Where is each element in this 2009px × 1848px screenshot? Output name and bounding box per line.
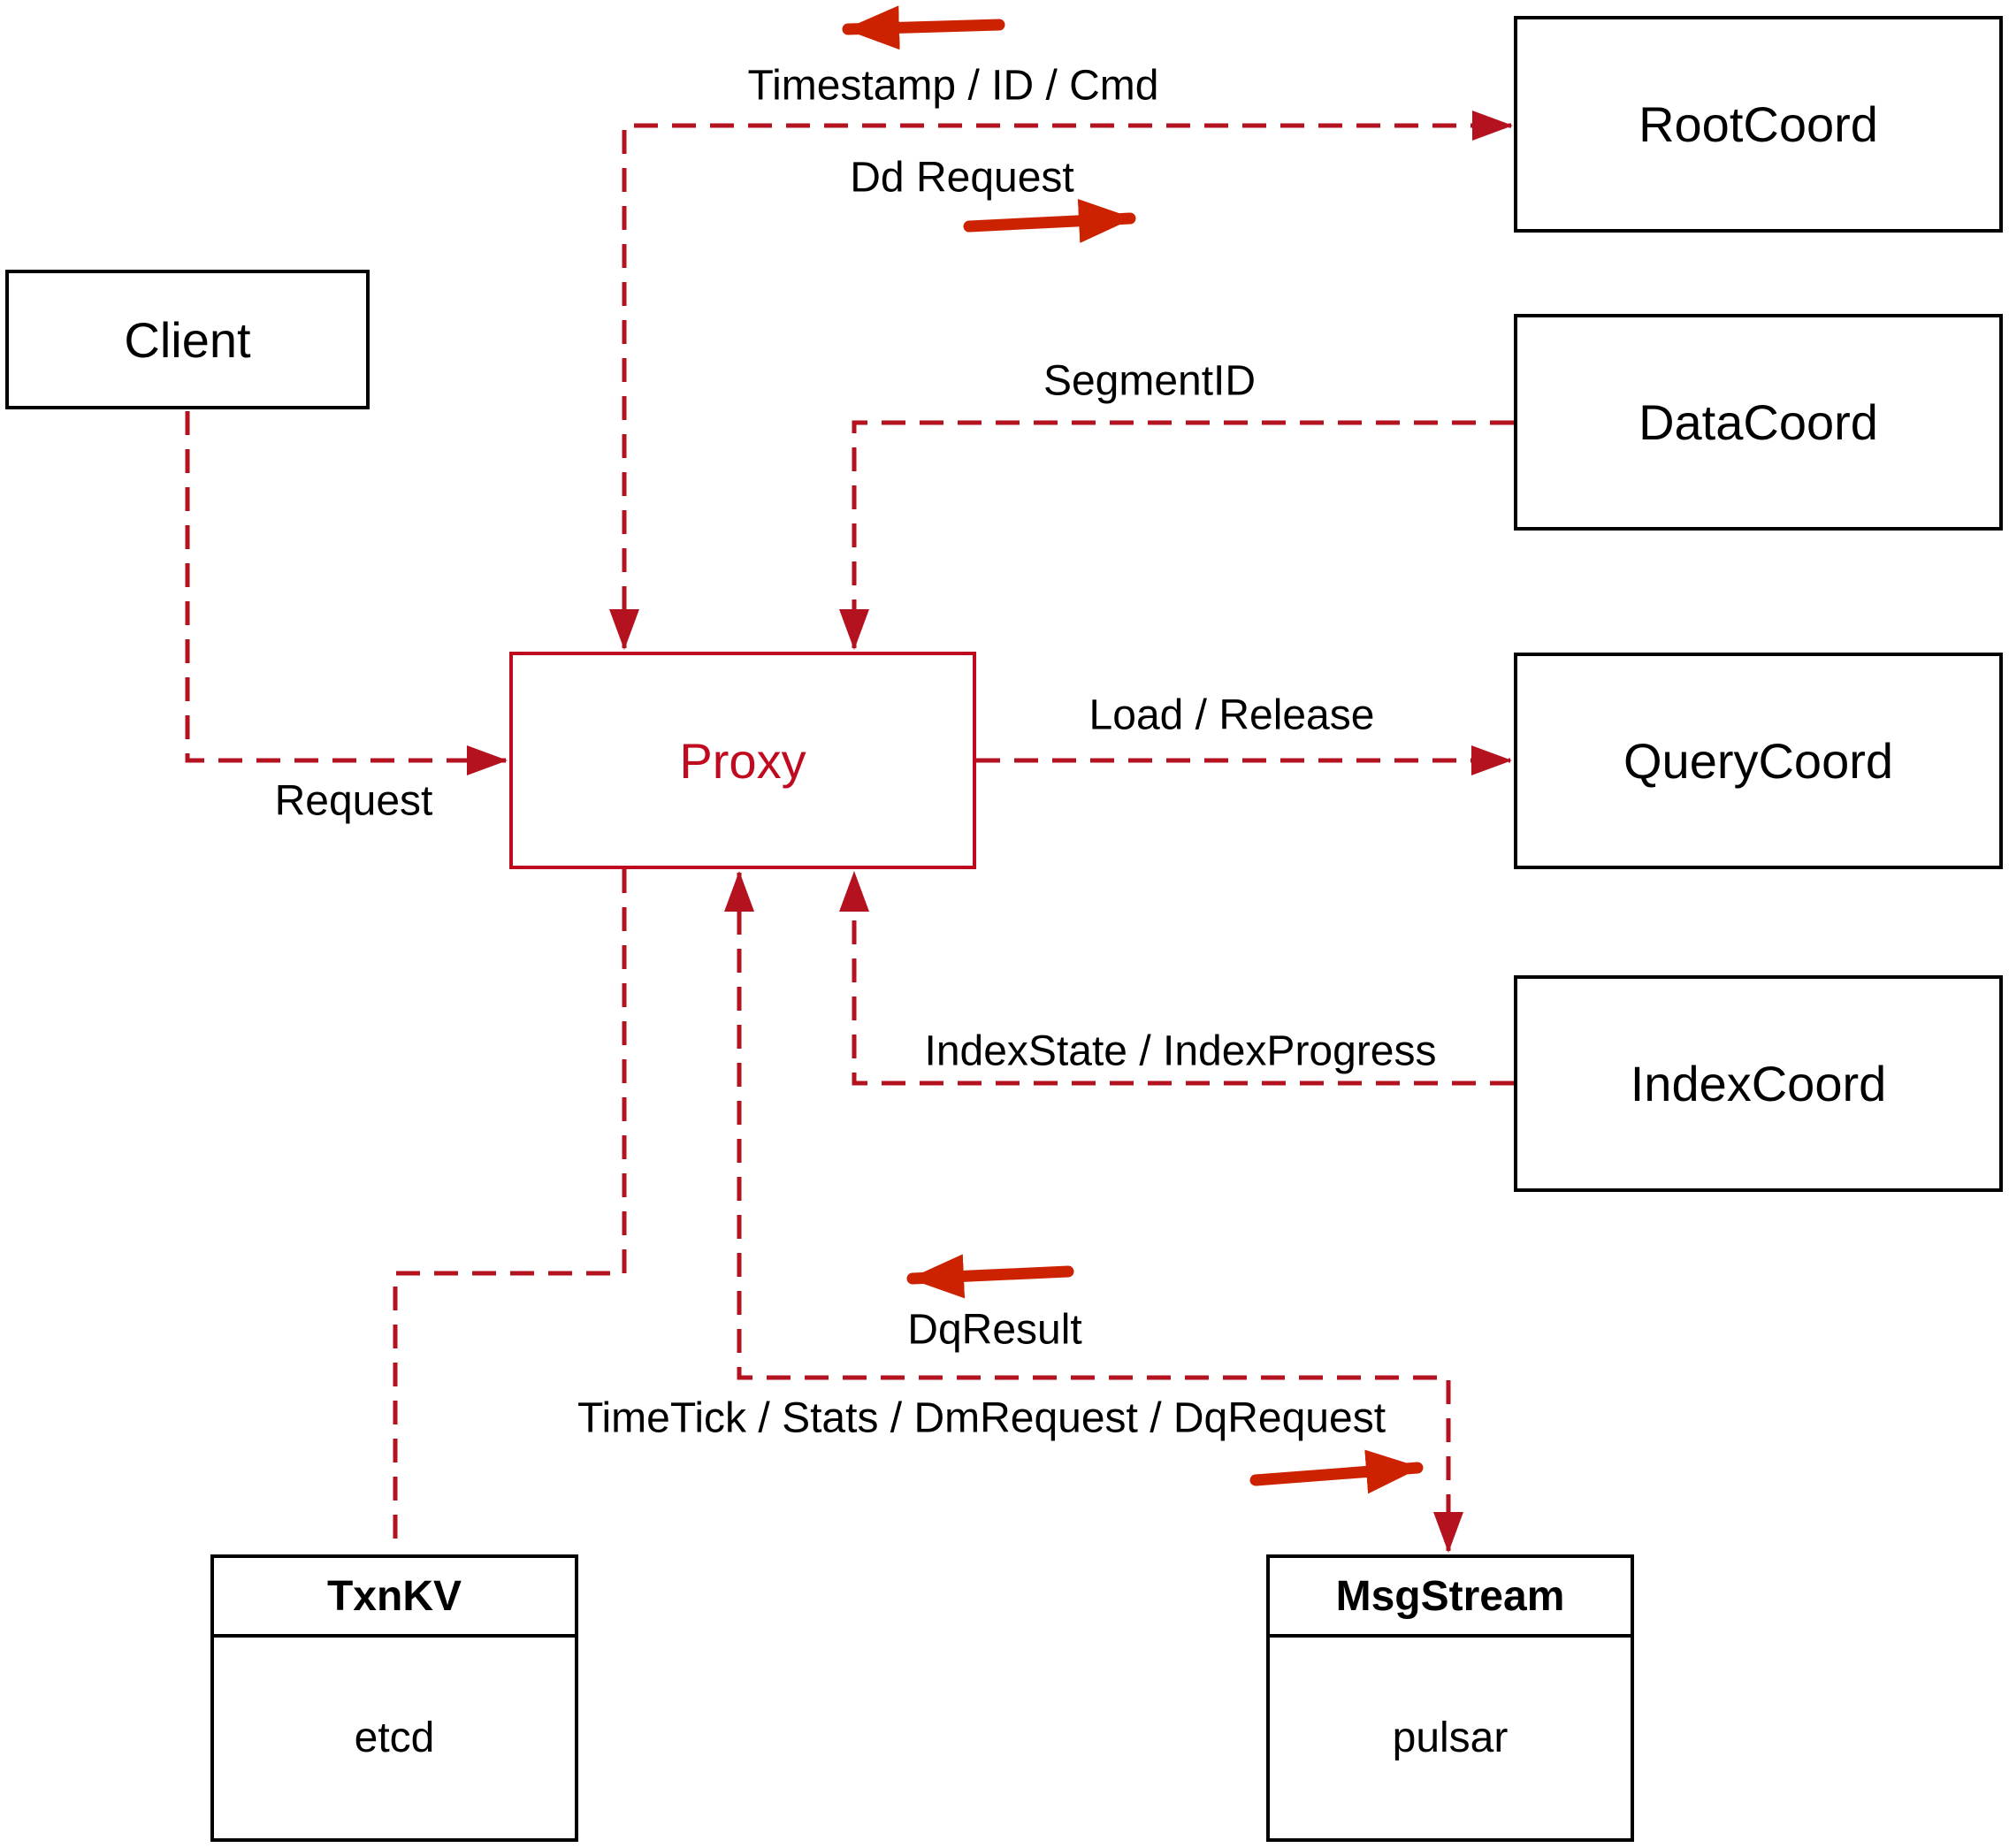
edge-label-dq-result: DqResult: [907, 1306, 1082, 1354]
proxy-label: Proxy: [679, 732, 806, 789]
client-label: Client: [124, 311, 251, 368]
node-rootcoord: RootCoord: [1514, 16, 2003, 233]
querycoord-label: QueryCoord: [1623, 733, 1894, 789]
edge-label-segment-id: SegmentID: [1043, 357, 1257, 405]
edge-client-proxy: [185, 411, 508, 775]
edge-proxy-msgstream: [724, 871, 1463, 1553]
node-proxy: Proxy: [509, 652, 976, 869]
datacoord-label: DataCoord: [1639, 394, 1878, 450]
edge-label-timestamp-id-cmd: Timestamp / ID / Cmd: [747, 62, 1159, 110]
edge-label-dd-request: Dd Request: [850, 154, 1074, 202]
txnkv-header: TxnKV: [214, 1558, 575, 1638]
node-txnkv: TxnKV etcd: [210, 1554, 578, 1842]
indexcoord-label: IndexCoord: [1630, 1056, 1887, 1111]
txnkv-body: etcd: [354, 1714, 435, 1761]
edge-label-load-release: Load / Release: [1089, 691, 1375, 739]
node-querycoord: QueryCoord: [1514, 653, 2003, 869]
node-datacoord: DataCoord: [1514, 314, 2003, 531]
edge-datacoord-proxy: [839, 420, 1514, 650]
right-arrow-icon-timetick: [1249, 1449, 1424, 1494]
edge-proxy-txnkv: [393, 869, 627, 1553]
right-arrow-icon-dd-request: [963, 198, 1136, 243]
msgstream-body: pulsar: [1392, 1714, 1509, 1761]
left-arrow-icon-dq-result: [906, 1254, 1074, 1299]
msgstream-header: MsgStream: [1270, 1558, 1631, 1638]
node-indexcoord: IndexCoord: [1514, 975, 2003, 1192]
rootcoord-label: RootCoord: [1639, 96, 1878, 152]
node-client: Client: [5, 270, 370, 409]
edge-label-index-state-progress: IndexState / IndexProgress: [924, 1027, 1437, 1075]
edge-proxy-rootcoord: [609, 111, 1513, 650]
edge-label-request: Request: [274, 777, 433, 825]
left-arrow-icon-timestamp: [842, 5, 1005, 50]
edge-label-timetick-stats: TimeTick / Stats / DmRequest / DqRequest: [577, 1394, 1386, 1442]
node-msgstream: MsgStream pulsar: [1266, 1554, 1634, 1842]
